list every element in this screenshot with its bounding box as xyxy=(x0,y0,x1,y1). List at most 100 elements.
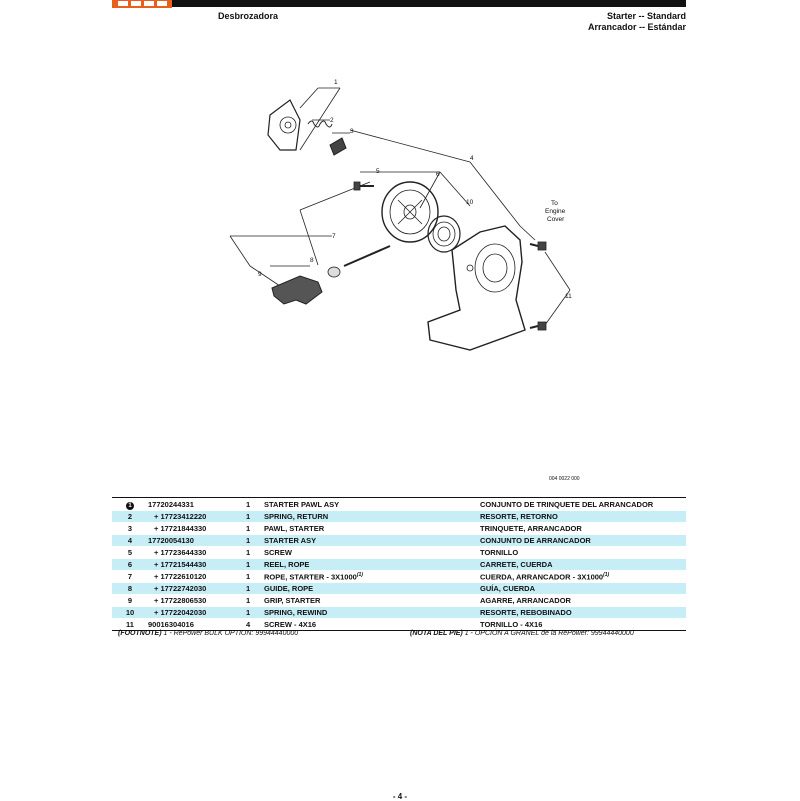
callout-5: 5 xyxy=(376,168,380,175)
description-es: AGARRE, ARRANCADOR xyxy=(480,596,686,605)
page-number: - 4 - xyxy=(392,792,408,801)
ref-number: 6 xyxy=(127,560,133,569)
description-en: REEL, ROPE xyxy=(264,560,480,569)
quantity: 1 xyxy=(246,536,251,545)
description-es: RESORTE, RETORNO xyxy=(480,512,686,521)
description-es: TORNILLO - 4X16 xyxy=(480,620,686,629)
description-es: CONJUNTO DE TRINQUETE DEL ARRANCADOR xyxy=(480,500,686,509)
ref-number: 7 xyxy=(127,572,133,581)
footnote-en: (FOOTNOTE) 1 - RePower BULK OPTION: 9994… xyxy=(118,630,298,637)
description-en-text: ROPE, STARTER - 3X1000 xyxy=(264,572,357,582)
part-number: + 17722610120 xyxy=(154,572,207,581)
exploded-diagram: 1 2 3 4 5 6 7 8 9 10 11 To Engine Cover xyxy=(229,79,572,351)
description-es-text: TRINQUETE, ARRANCADOR xyxy=(480,524,582,533)
table-row: 4 17720054130 1 STARTER ASY CONJUNTO DE ARRA… xyxy=(112,534,686,546)
footnote-ref: (1) xyxy=(356,571,363,578)
description-es-text: CUERDA, ARRANCADOR - 3X1000 xyxy=(480,572,604,582)
description-es-text: GUÍA, CUERDA xyxy=(480,584,536,593)
description-en: SPRING, RETURN xyxy=(264,512,480,521)
description-en-text: SCREW xyxy=(264,548,292,557)
description-es: TORNILLO xyxy=(480,548,686,557)
quantity: 4 xyxy=(246,620,251,629)
part-number: 17720054130 xyxy=(148,536,194,545)
figure-id: 004 0022 000 xyxy=(549,476,580,482)
description-es-text: RESORTE, REBOBINADO xyxy=(480,608,572,617)
table-row: 5 + 17723644330 1 SCREW TORNILLO xyxy=(112,546,686,558)
description-en-text: SPRING, RETURN xyxy=(264,512,329,521)
callout-2: 2 xyxy=(330,117,334,124)
engine-cover-note-2: Engine xyxy=(545,208,566,215)
quantity: 1 xyxy=(246,608,251,617)
engine-cover-note-1: To xyxy=(551,200,558,207)
description-en: PAWL, STARTER xyxy=(264,524,480,533)
description-en: SCREW - 4X16 xyxy=(264,620,480,629)
quantity: 1 xyxy=(246,560,251,569)
section-title-es: Arrancador -- Estándar xyxy=(587,22,686,32)
description-en: SPRING, REWIND xyxy=(264,608,480,617)
description-es: RESORTE, REBOBINADO xyxy=(480,608,686,617)
quantity: 1 xyxy=(246,524,251,533)
description-en: GRIP, STARTER xyxy=(264,596,480,605)
footnote-ref: (1) xyxy=(603,571,610,578)
callout-4: 4 xyxy=(470,155,474,162)
description-es-text: TORNILLO - 4X16 xyxy=(480,620,543,629)
quantity: 1 xyxy=(246,572,251,581)
table-row: 6 + 17721544430 1 REEL, ROPE CARRETE, CUERDA xyxy=(112,558,686,570)
callout-6: 6 xyxy=(436,171,440,178)
description-en: STARTER PAWL ASY xyxy=(264,500,480,509)
part-number: + 17721544430 xyxy=(154,560,207,569)
footnote-es-label: (NOTA DEL PIE) xyxy=(410,630,463,637)
callout-1: 1 xyxy=(334,79,338,86)
part-number: + 17721844330 xyxy=(154,524,207,533)
description-es-text: CONJUNTO DE ARRANCADOR xyxy=(480,536,591,545)
table-row: 8 + 17722742030 1 GUIDE, ROPE GUÍA, CUERDA xyxy=(112,582,686,594)
description-es: GUÍA, CUERDA xyxy=(480,584,686,593)
footnote-en-label: (FOOTNOTE) xyxy=(118,630,162,637)
description-en-text: STARTER PAWL ASY xyxy=(264,500,340,509)
description-es: CUERDA, ARRANCADOR - 3X1000(1) xyxy=(480,572,686,582)
ref-number: 4 xyxy=(127,536,133,545)
description-es-text: AGARRE, ARRANCADOR xyxy=(480,596,571,605)
footnote-en-text: 1 - RePower BULK OPTION: 99944440000 xyxy=(163,630,299,637)
ref-number: 2 xyxy=(127,512,133,521)
table-row: 9 + 17722806530 1 GRIP, STARTER AGARRE, ARRA… xyxy=(112,594,686,606)
section-title-en: Starter -- Standard xyxy=(606,11,686,21)
part-number: + 17722742030 xyxy=(154,584,207,593)
footnote-es-text: 1 - OPCIÓN A GRANEL de la RePower: 99944… xyxy=(464,630,634,637)
description-es-text: CARRETE, CUERDA xyxy=(480,560,553,569)
description-en-text: REEL, ROPE xyxy=(264,560,310,569)
quantity: 1 xyxy=(246,584,251,593)
part-number: 90016304016 xyxy=(148,620,194,629)
quantity: 1 xyxy=(246,596,251,605)
description-en: GUIDE, ROPE xyxy=(264,584,480,593)
ref-number: 8 xyxy=(127,584,133,593)
quantity: 1 xyxy=(246,500,251,509)
part-number: + 17722806530 xyxy=(154,596,207,605)
description-en-text: GUIDE, ROPE xyxy=(264,584,314,593)
description-en-text: STARTER ASY xyxy=(264,536,317,545)
description-es-text: CONJUNTO DE TRINQUETE DEL ARRANCADOR xyxy=(480,500,654,509)
ref-number: 11 xyxy=(126,620,134,629)
ref-number-circled: 1 xyxy=(126,501,134,510)
description-en: SCREW xyxy=(264,548,480,557)
engine-cover-note-3: Cover xyxy=(547,216,565,223)
description-es-text: TORNILLO xyxy=(480,548,519,557)
callout-11: 11 xyxy=(565,293,572,300)
part-number: + 17722042030 xyxy=(154,608,207,617)
description-en: STARTER ASY xyxy=(264,536,480,545)
description-en-text: GRIP, STARTER xyxy=(264,596,321,605)
description-en-text: SCREW - 4X16 xyxy=(264,620,317,629)
brand-logo xyxy=(112,0,172,8)
ref-number: 9 xyxy=(127,596,133,605)
part-number: + 17723644330 xyxy=(154,548,207,557)
ref-number: 10 xyxy=(125,608,135,617)
quantity: 1 xyxy=(246,512,251,521)
callout-3: 3 xyxy=(350,128,354,135)
quantity: 1 xyxy=(246,548,251,557)
table-row: 11 90016304016 4 SCREW - 4X16 TORNILLO - 4X1… xyxy=(112,618,686,630)
ref-number: 5 xyxy=(127,548,133,557)
